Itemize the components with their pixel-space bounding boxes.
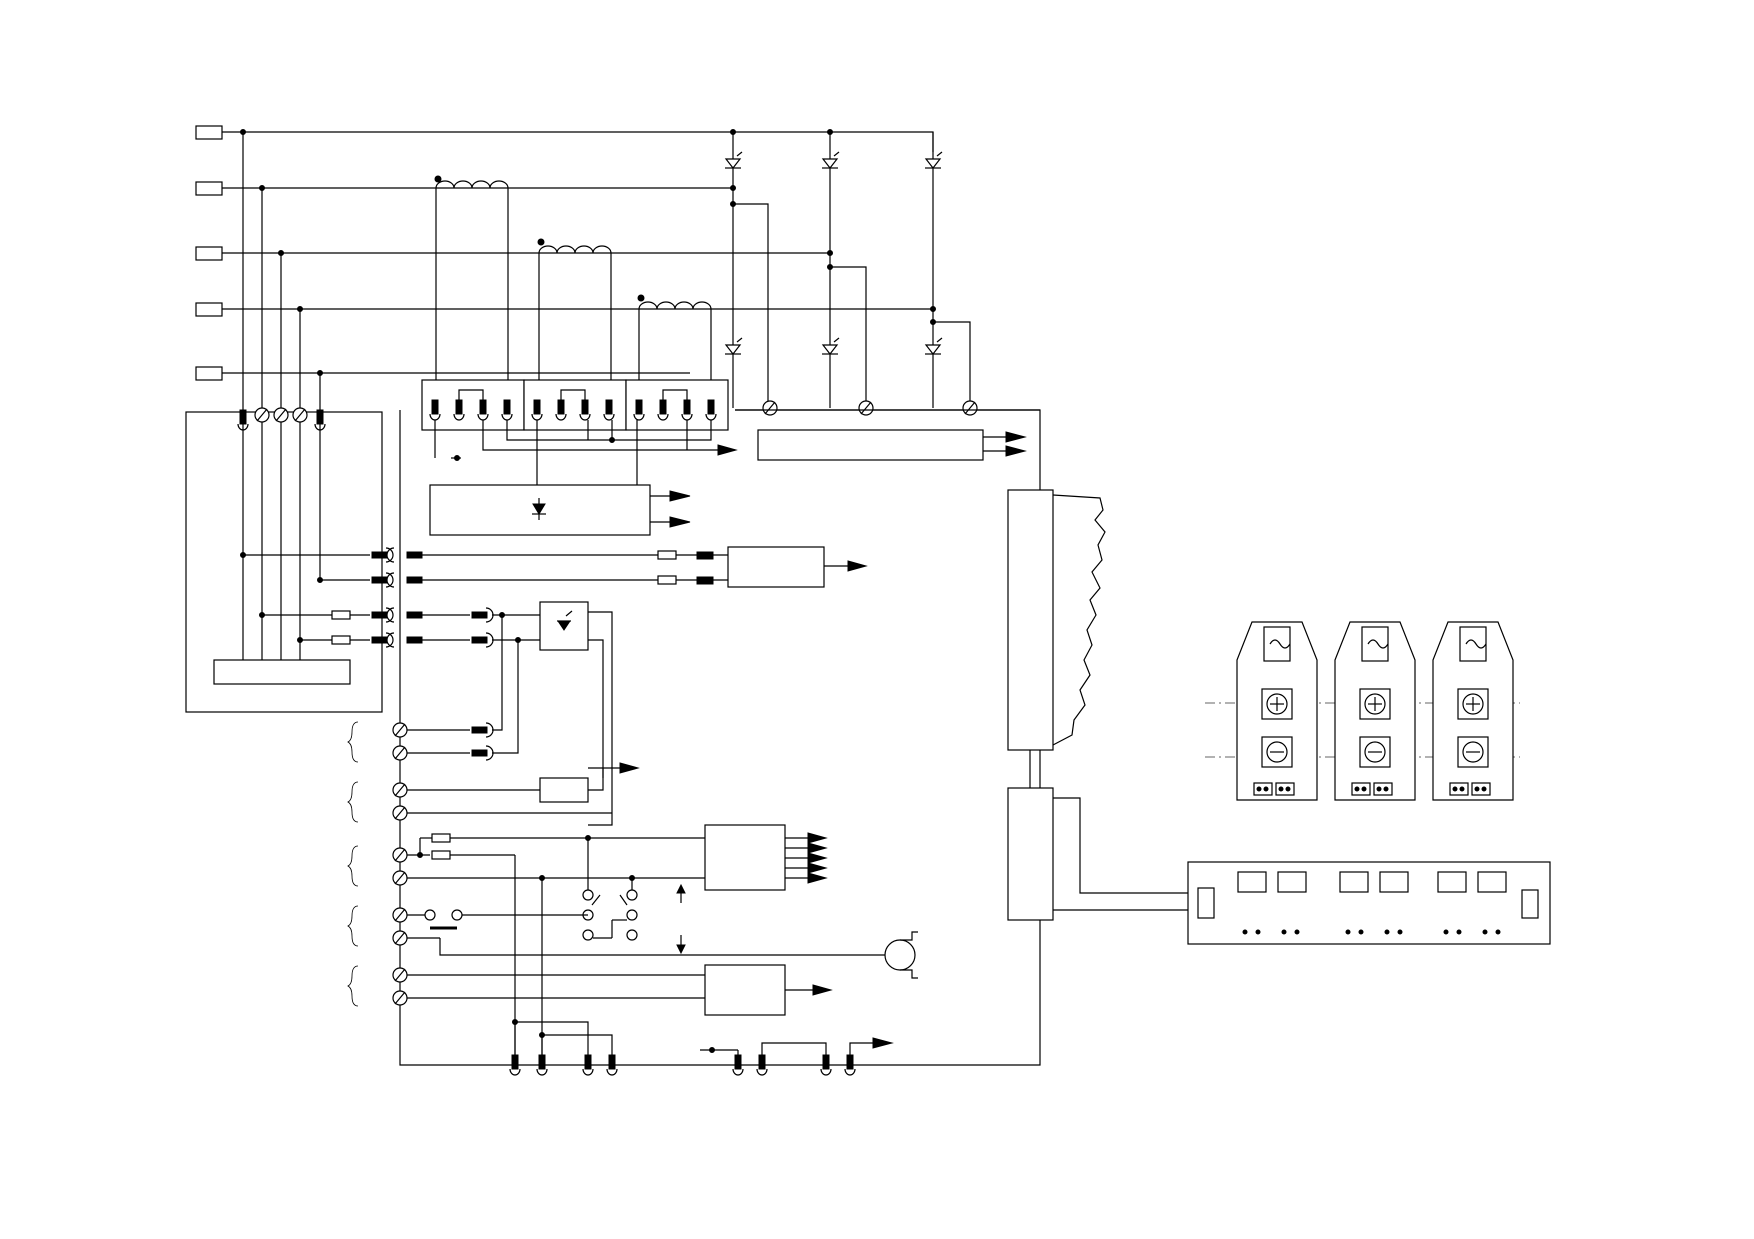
diode-icon (532, 498, 546, 520)
input-terminal-5 (195, 366, 223, 381)
thyristor-icon (724, 337, 743, 355)
input-terminal-4 (195, 302, 223, 317)
interface-board (1007, 787, 1054, 921)
thyristor-icon (821, 151, 840, 169)
bus-terminals (762, 400, 978, 416)
arrow-icon (1005, 431, 1027, 443)
output-module (704, 824, 786, 891)
power-module-1 (1236, 621, 1318, 801)
connector-pin-icon (431, 399, 715, 415)
arrow-icon (717, 444, 738, 456)
transformer-coil-2 (537, 238, 612, 392)
bracket-icon (347, 721, 359, 1007)
connector-pin-icon (239, 409, 324, 425)
analog-module (704, 964, 786, 1016)
arrow-icon (619, 762, 640, 774)
ac-symbol-icon (1269, 639, 1291, 649)
arrow-icon (1005, 445, 1027, 457)
arrow-icon (669, 516, 691, 528)
display-panel (1187, 861, 1551, 945)
power-modules (1205, 621, 1520, 801)
rectifier-block (429, 484, 691, 536)
diode-icon (557, 610, 573, 631)
indicator-dots (1242, 929, 1501, 935)
down-arrow-icon (676, 935, 686, 955)
output-module-top (757, 429, 1027, 461)
thyristor-bridge (724, 129, 971, 408)
connector-pin-icon (511, 1054, 854, 1070)
thyristor-icon (724, 151, 743, 169)
torn-board (1007, 489, 1054, 751)
signal-module (727, 546, 825, 588)
supply-bus-lines (222, 129, 934, 660)
arrow-icon (847, 560, 868, 572)
terminal-icon (392, 722, 408, 1006)
bottom-connectors (509, 1019, 894, 1076)
input-terminals (195, 125, 223, 381)
arrow-icon (812, 984, 833, 996)
thyristor-icon (924, 337, 943, 355)
arrow-icon (669, 490, 691, 502)
transformer-coil-3 (637, 294, 712, 392)
input-terminal-3 (195, 246, 223, 261)
terminal-stack (347, 615, 918, 1055)
thyristor-icon (821, 337, 840, 355)
thyristor-icon (924, 151, 943, 169)
power-module-2 (1334, 621, 1416, 801)
power-module-3 (1432, 621, 1514, 801)
current-transformers (434, 175, 712, 392)
terminal-block (213, 659, 351, 685)
transformer-coil-1 (434, 175, 509, 392)
main-board-outline (399, 400, 1041, 1066)
middle-connectors (240, 546, 868, 826)
left-control-box (185, 407, 383, 713)
sensor-module (539, 777, 589, 803)
input-terminal-2 (195, 181, 223, 196)
arrow-icon (872, 1037, 894, 1049)
side-boards (1007, 489, 1198, 921)
panel-connector (1197, 887, 1215, 919)
input-terminal-1 (195, 125, 223, 140)
up-arrow-icon (676, 883, 686, 903)
output-arrows (785, 832, 828, 884)
motor-icon (884, 931, 918, 979)
connector-strip-top (421, 379, 738, 485)
